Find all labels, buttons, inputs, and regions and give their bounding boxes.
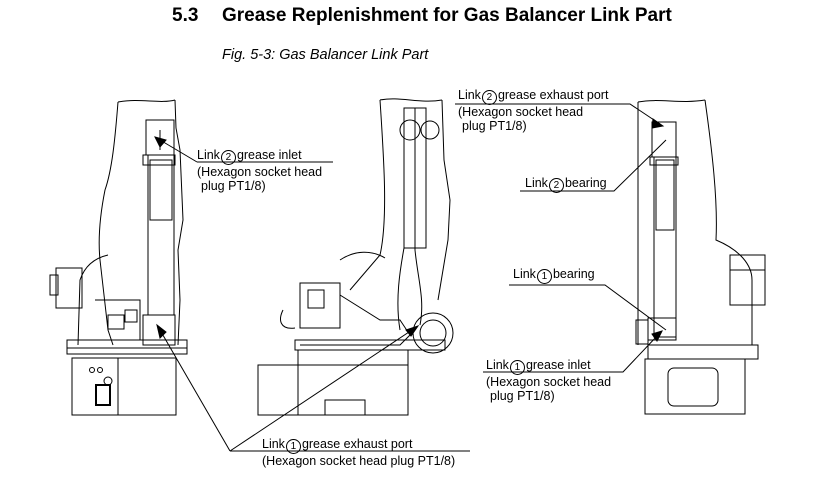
circled-number: 1 [509,360,525,375]
callout-prefix: Link [513,267,536,281]
section-title: Grease Replenishment for Gas Balancer Li… [222,5,672,26]
leader-link1-inlet [483,334,659,373]
leader-link1-exhaust-left [159,329,231,452]
leader-link1-exhaust-right [229,329,413,452]
arrowhead-link1-inlet [651,330,663,342]
callout-detail: plug PT1/8) [462,119,527,133]
leader-link1-bearing [509,284,667,331]
leader-link2-exhaust [455,103,661,125]
callout-name: grease inlet [525,358,591,372]
circled-number: 2 [481,90,497,105]
callout-detail: (Hexagon socket head [486,375,612,389]
callout-prefix: Link [486,358,509,372]
circled-number: 2 [548,178,564,193]
arrowhead-link2-exhaust [651,118,665,129]
callout-name: bearing [564,176,607,190]
leader-link2-inlet [159,139,198,163]
left-side-view [49,99,188,416]
arrowhead-link1-exhaust-left [156,323,167,339]
center-side-view [257,98,454,416]
callout-name: grease exhaust port [301,437,413,451]
right-side-view [635,99,766,415]
circled-number: 1 [285,439,301,454]
arrowhead-link1-exhaust-right [405,325,420,337]
callout-name: grease exhaust port [497,88,609,102]
callout-prefix: Link [262,437,285,451]
callout-prefix: Link [197,148,220,162]
callout-name: grease inlet [236,148,302,162]
section-heading: 5.3 Grease Replenishment for Gas Balancer… [172,5,672,27]
callout-prefix: Link [525,176,548,190]
figure-caption: Fig. 5-3: Gas Balancer Link Part [222,47,429,63]
callout-detail: (Hexagon socket head [458,105,584,119]
callout-prefix: Link [458,88,481,102]
section-number: 5.3 [172,5,199,26]
circled-number: 1 [536,269,552,284]
callout-detail: plug PT1/8) [490,389,555,403]
callout-detail: (Hexagon socket head [197,165,323,179]
callout-detail: (Hexagon socket head plug PT1/8) [262,454,456,468]
arrowhead-link2-inlet [154,136,167,148]
callout-name: bearing [552,267,595,281]
circled-number: 2 [220,150,236,165]
callout-detail: plug PT1/8) [201,179,266,193]
